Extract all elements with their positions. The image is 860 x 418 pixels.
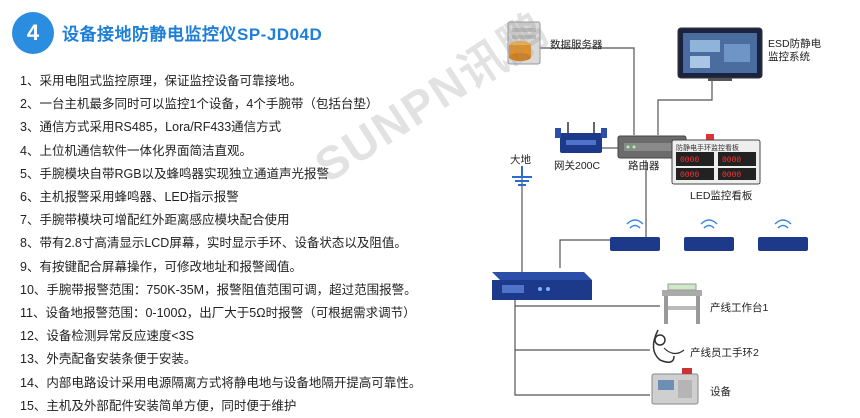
monitor-router-line bbox=[657, 80, 713, 135]
host-equipment-line bbox=[514, 300, 650, 396]
server-router-line bbox=[530, 47, 635, 135]
server-label: 数据服务器 bbox=[550, 39, 603, 51]
equipment-label: 设备 bbox=[710, 386, 731, 398]
gateway-label: 网关200C bbox=[554, 160, 601, 172]
esd-system-label: ESD防静电 监控系统 bbox=[768, 38, 822, 63]
feature-item: 12、设备检测异常反应速度<3S bbox=[20, 329, 194, 344]
ground-label: 大地 bbox=[510, 154, 531, 166]
feature-item: 13、外壳配备安装条便于安装。 bbox=[20, 352, 197, 367]
wireless-module-icon bbox=[684, 219, 734, 251]
connection-lines bbox=[500, 47, 713, 396]
gateway-icon bbox=[555, 122, 607, 153]
led-board-icon: 0000 0000 0000 0000 bbox=[671, 134, 761, 185]
workbench-icon bbox=[662, 283, 702, 324]
svg-text:0000: 0000 bbox=[680, 156, 699, 165]
section-number-badge: 4 bbox=[12, 12, 54, 54]
feature-item: 6、主机报警采用蜂鸣器、LED指示报警 bbox=[20, 190, 239, 205]
workbench-label: 产线工作台1 bbox=[710, 302, 769, 314]
feature-item: 11、设备地报警范围：0-100Ω，出厂大于5Ω时报警（可根据需求调节） bbox=[20, 306, 416, 321]
feature-item: 8、带有2.8寸高清显示LCD屏幕，实时显示手环、设备状态以及阻值。 bbox=[20, 236, 407, 251]
ground-icon bbox=[512, 166, 532, 186]
wireless-module-icon bbox=[610, 219, 660, 251]
feature-item: 3、通信方式采用RS485，Lora/RF433通信方式 bbox=[20, 120, 282, 135]
wireless-modules bbox=[610, 219, 808, 251]
server-icon bbox=[507, 21, 541, 65]
feature-item: 10、手腕带报警范围：750K-35M，报警阻值范围可调，超过范围报警。 bbox=[20, 282, 417, 297]
wristband-icon bbox=[652, 329, 685, 363]
led-board-screen-title: 防静电手环监控看板 bbox=[676, 145, 739, 152]
feature-list: 1、采用电阻式监控原理，保证监控设备可靠接地。 2、一台主机最多同时可以监控1个… bbox=[20, 70, 500, 418]
svg-text:0000: 0000 bbox=[722, 171, 741, 180]
feature-item: 5、手腕模块自带RGB以及蜂鸣器实现独立通道声光报警 bbox=[20, 166, 330, 181]
feature-item: 9、有按键配合屏幕操作，可修改地址和报警阈值。 bbox=[20, 259, 302, 274]
wristband-label: 产线员工手环2 bbox=[690, 347, 759, 359]
svg-text:0000: 0000 bbox=[722, 156, 741, 165]
feature-item: 4、上位机通信软件一体化界面简洁直观。 bbox=[20, 143, 252, 158]
router-label: 路由器 bbox=[628, 160, 660, 172]
feature-item: 1、采用电阻式监控原理，保证监控设备可靠接地。 bbox=[20, 74, 302, 88]
feature-item: 2、一台主机最多同时可以监控1个设备，4个手腕带（包括台垫） bbox=[20, 97, 379, 112]
led-board-label: LED监控看板 bbox=[690, 190, 753, 202]
monitor-icon bbox=[677, 27, 763, 81]
feature-item: 15、主机及外部配件安装简单方便，同时便于维护 bbox=[20, 398, 297, 413]
feature-item: 14、内部电路设计采用电源隔离方式将静电地与设备地隔开提高可靠性。 bbox=[20, 375, 422, 390]
router-host-line bbox=[559, 160, 647, 268]
svg-text:0000: 0000 bbox=[680, 171, 699, 180]
page-title: 设备接地防静电监控仪SP-JD04D bbox=[62, 25, 323, 44]
equipment-icon bbox=[651, 368, 699, 405]
host-unit-icon bbox=[492, 272, 592, 300]
feature-item: 7、手腕带模块可增配红外距离感应模块配合使用 bbox=[20, 213, 290, 228]
wireless-module-icon bbox=[758, 219, 808, 251]
